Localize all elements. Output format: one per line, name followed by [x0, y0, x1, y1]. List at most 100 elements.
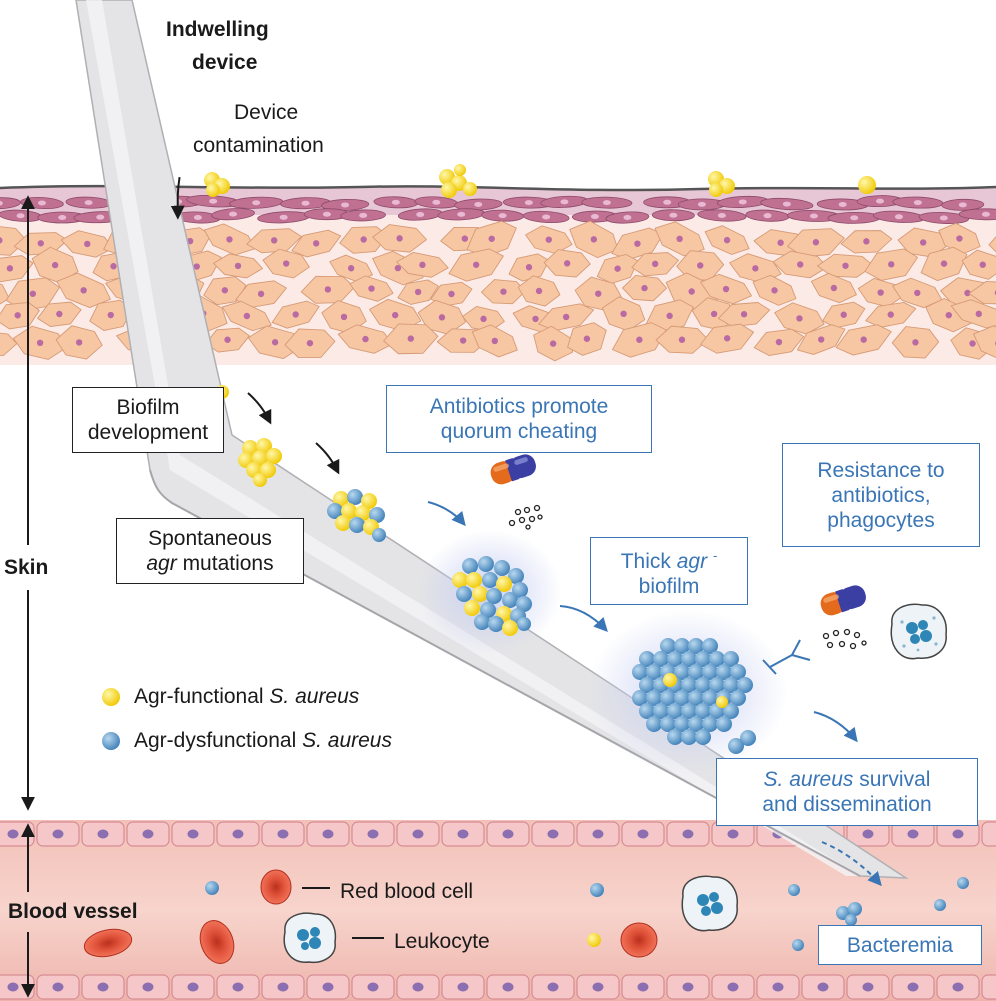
skin-cell: [864, 248, 918, 281]
skin-cell: [918, 211, 969, 224]
skin-cell: [961, 249, 996, 280]
mutations-text: mutations: [176, 552, 274, 575]
device-contamination-label-1: Device: [234, 101, 299, 124]
endothelial-cell: [126, 974, 170, 1000]
stage-arrow-2: [315, 442, 340, 475]
blood-contents: [83, 869, 969, 964]
endothelial-cell: [306, 821, 350, 847]
skin-cell: [697, 209, 747, 222]
skin-cell: [574, 276, 622, 311]
resistance-line3: phagocytes: [827, 508, 935, 532]
leukocyte-label: Leukocyte: [394, 930, 490, 953]
spontaneous-mutations-line1: Spontaneous: [148, 527, 272, 550]
skin-cell: [581, 196, 633, 209]
skin-cell: [655, 325, 709, 354]
skin-cell: [369, 298, 422, 332]
skin-cell: [454, 198, 503, 211]
endothelial-cell: [396, 974, 440, 1000]
endothelial-cell: [261, 821, 305, 847]
endothelial-cell: [666, 821, 710, 847]
skin-cell: [796, 324, 846, 355]
skin-cell: [810, 272, 857, 304]
endothelial-cell: [486, 821, 530, 847]
endothelial-cell: [486, 974, 530, 1000]
skin-cell: [205, 327, 250, 353]
skin-cell: [525, 225, 573, 254]
survival-line1: S. aureus survival: [764, 767, 931, 792]
biofilm-stages: [215, 385, 788, 774]
biofilm-cluster-cheaters: [452, 556, 532, 636]
skin-cell: [700, 323, 755, 354]
spontaneous-mutations-box: Spontaneous agr mutations: [116, 518, 304, 584]
skin-cell: [246, 228, 303, 254]
skin-cell: [448, 248, 504, 282]
resistance-line1: Resistance to: [817, 458, 945, 482]
endothelial-cell: [576, 821, 620, 847]
skin-cell: [676, 250, 725, 281]
vessel-endothelium-bottom: [0, 974, 996, 1000]
skin-cell: [835, 324, 892, 356]
skin-cell: [262, 248, 310, 279]
resistance-line2: antibiotics,: [831, 483, 931, 507]
skin-cell: [37, 211, 88, 224]
skin-cell: [31, 246, 79, 284]
leukocyte: [283, 875, 738, 964]
skin-cell: [372, 224, 427, 253]
antibiotics-quorum-line2: quorum cheating: [440, 420, 598, 443]
skin-cell: [567, 322, 607, 356]
thick-biofilm-line2: biofilm: [638, 575, 700, 598]
legend-blue-dot: [102, 732, 120, 750]
agr-term: agr: [146, 552, 177, 575]
skin-cell: [892, 196, 944, 209]
skin-cell: [55, 325, 103, 360]
skin-cell: [543, 249, 591, 278]
skin-cell: [716, 195, 769, 208]
endothelial-cell: [846, 821, 890, 847]
skin-cell: [437, 208, 486, 221]
skin-cell: [605, 211, 650, 224]
endothelial-cell: [981, 974, 996, 1000]
endothelial-cell: [711, 821, 755, 847]
antibiotic-capsule-icon-2: [820, 585, 866, 616]
skin-cell: [397, 208, 443, 221]
skin-cell: [321, 300, 367, 334]
skin-cell: [396, 251, 449, 278]
endothelial-cell: [171, 974, 215, 1000]
endothelial-cell: [666, 974, 710, 1000]
skin-cell: [37, 301, 82, 328]
skin-cell: [0, 255, 34, 283]
skin-cell: [203, 276, 247, 306]
skin-cell: [414, 196, 459, 209]
legend-markers: [102, 688, 120, 750]
biofilm-cluster-early: [238, 438, 282, 487]
endothelial-cell: [576, 974, 620, 1000]
endothelial-cell: [531, 974, 575, 1000]
skin-cell: [56, 272, 111, 309]
skin-cell: [321, 198, 370, 211]
skin-cell: [700, 273, 752, 305]
endothelial-cell: [801, 974, 845, 1000]
biofilm-development-line1: Biofilm: [116, 396, 180, 419]
endothelial-cell: [441, 821, 485, 847]
thick-biofilm-line1: Thick agr -: [621, 543, 718, 574]
skin-cell: [651, 209, 695, 222]
endothelial-cell: [981, 821, 996, 847]
skin-cell: [865, 301, 917, 328]
endothelial-cell: [756, 974, 800, 1000]
skin-cell: [533, 325, 574, 362]
antibiotics-quorum-line1: Antibiotics promote: [429, 395, 609, 418]
phagocyte-icon: [890, 603, 947, 660]
red-blood-cell-label: Red blood cell: [340, 880, 474, 903]
biofilm-development-box: Biofilm development: [72, 387, 224, 453]
endothelial-cell: [36, 821, 80, 847]
stage-arrow-4: [559, 605, 608, 633]
endothelial-cell: [621, 974, 665, 1000]
skin-cell: [65, 196, 112, 209]
skin-cell: [291, 229, 342, 258]
species-term: S. aureus: [763, 768, 854, 791]
dissemination-arrow: [813, 711, 858, 743]
endothelial-cell: [531, 821, 575, 847]
biofilm-development-line2: development: [87, 421, 209, 444]
skin-cell: [704, 225, 750, 255]
